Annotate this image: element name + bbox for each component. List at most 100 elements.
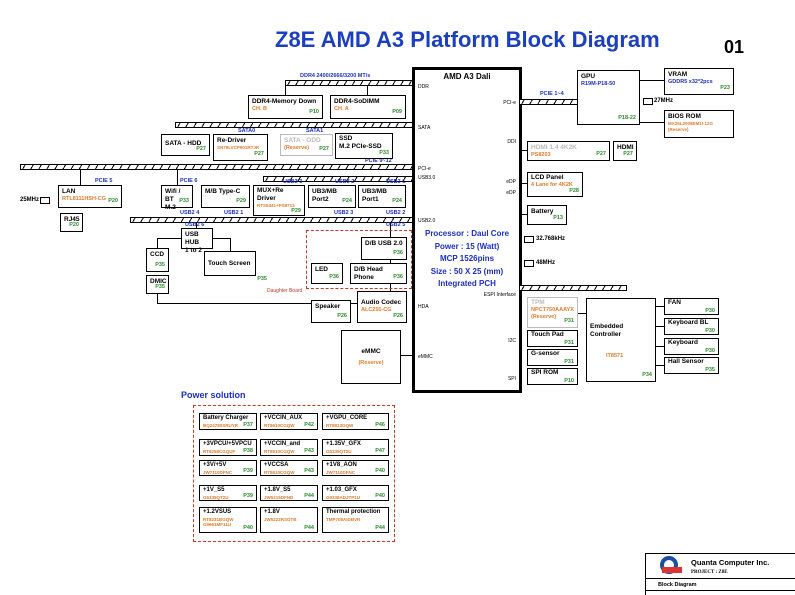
box-name: Touch Pad [531, 331, 564, 338]
spec-pch: Integrated PCH [438, 279, 496, 288]
box-page: P31 [564, 358, 574, 365]
power-rail-page: P43 [304, 467, 314, 474]
box-part: SN75LVCP601RTJR [217, 145, 260, 151]
diagram-title: Z8E AMD A3 Platform Block Diagram [275, 27, 660, 52]
line [157, 238, 181, 239]
box-part: CH. B [252, 106, 267, 113]
spec-power: Power : 15 (Watt) [434, 241, 500, 251]
usb3-1-label: USB3 1 [386, 179, 406, 185]
line [367, 85, 368, 95]
power-rail-name: +1V8_AON [326, 462, 357, 468]
box-part: ALC255-CG [361, 307, 392, 314]
daughter-board-region [306, 230, 412, 289]
line [578, 313, 586, 314]
box-part: NPCT750AAAYX [531, 307, 574, 314]
usb3-3-label: USB3 3 [283, 179, 303, 185]
power-rail-page: P44 [304, 524, 314, 531]
power-rail-name: +1.03_GFX [326, 487, 357, 493]
power-rail-part: RT8610CGQW [264, 469, 295, 475]
pcie6-label: PCIE 6 [180, 178, 198, 184]
espi-bus [519, 285, 627, 291]
box-name: Wifi / BT [165, 188, 181, 204]
box-page: P35 [705, 366, 715, 373]
box-page: P28 [569, 188, 579, 194]
box-name: DDR4-SoDIMM [334, 98, 380, 105]
box-page: P27 [254, 150, 264, 157]
xtal-27mhz-label: 27MHz [654, 98, 674, 104]
document-title: Block Diagram [658, 582, 697, 588]
box-name: GPU [581, 73, 596, 80]
box-name: D/B USB 2.0 [365, 240, 403, 247]
box-part: CH. A [334, 106, 349, 113]
divider [646, 590, 795, 591]
line [519, 183, 527, 184]
pcie5-label: PCIE 5 [95, 178, 113, 184]
box-name: Audio Codec [361, 299, 402, 306]
box-part: RTS5441+PS8713 [257, 203, 295, 209]
power-rail-page: P46 [375, 421, 385, 428]
power-solution-title: Power solution [181, 390, 246, 400]
line [212, 238, 230, 239]
power-rail-name: +1V_S5 [203, 487, 225, 493]
box-name: VRAM [668, 71, 688, 78]
box-name: Speaker [315, 303, 341, 310]
sata1-label: SATA1 [306, 128, 324, 134]
box-name: M.2 [165, 204, 176, 212]
daughter-board-label: Daughter Board [267, 288, 303, 294]
box-name: UB3/MB Port2 [312, 188, 337, 204]
power-rail-part: G9661MF11U [203, 522, 232, 528]
box-page: P18-22 [618, 115, 636, 122]
crystal-icon [524, 236, 534, 243]
xtal-32khz-label: 32.768kHz [536, 236, 566, 242]
box-name: Hall Sensor [668, 358, 704, 365]
box-name: M.2 PCIe-SSD [339, 143, 382, 151]
pcie-9-12-label: PCIE 9~12 [365, 158, 392, 164]
box-page: P27 [623, 151, 633, 158]
box-name: Battery [531, 208, 554, 215]
power-rail-name: +VCCIN_and [264, 441, 301, 447]
power-rail-name: +VCCIN_AUX [264, 415, 303, 421]
line [401, 355, 412, 356]
pin-ddi: DDI [507, 139, 516, 145]
box-name: DDR4-Memory Down [252, 98, 317, 105]
power-rail-name: Thermal protection [326, 509, 381, 515]
box-page: P26 [393, 313, 403, 320]
box-page: P31 [564, 339, 574, 346]
pin-pcie-r: PCI-e [503, 100, 516, 106]
power-rail-part: RT8610CGQW [264, 422, 295, 428]
box-page: P30 [705, 347, 715, 354]
power-rail-part: JW7110DFNC [203, 469, 233, 475]
pin-ddr: DDR [418, 84, 429, 90]
box-name: SSD [339, 135, 353, 142]
power-rail-part: TMP708AIDBVR [326, 516, 361, 522]
box-name: DMIC [150, 278, 167, 285]
spec-pins: MCP 1526pins [439, 254, 495, 263]
line [656, 326, 664, 327]
usb2-5-label: USB2 5 [386, 222, 406, 228]
line [196, 222, 197, 228]
line [640, 80, 664, 81]
crystal-icon [40, 197, 50, 204]
box-name: FAN [668, 299, 681, 306]
power-rail-page: P40 [375, 492, 385, 499]
pin-usb3: USB3.0 [418, 175, 436, 181]
